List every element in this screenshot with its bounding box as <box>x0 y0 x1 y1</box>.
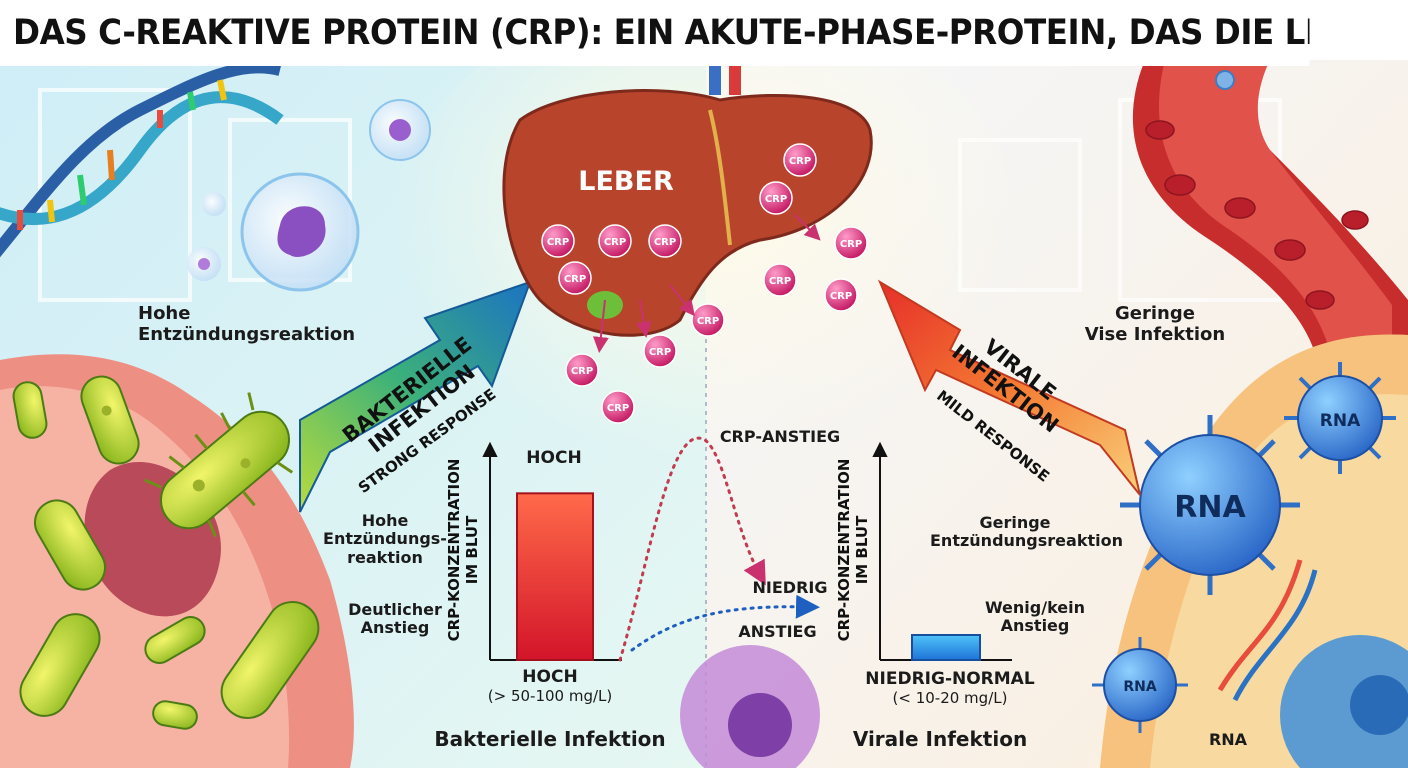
bacterial-value-label: HOCH <box>522 667 578 687</box>
crp-label: CRP <box>789 156 811 167</box>
crp-label: CRP <box>840 239 862 250</box>
axis-label-viral-2: IM BLUT <box>853 515 871 584</box>
bacterial-top-note-2: Entzündungsreaktion <box>138 323 356 345</box>
bacterial-top-note: Hohe Entzündungsreaktion <box>138 303 356 345</box>
crp-label: CRP <box>654 237 676 248</box>
rna-bottom-label: RNA <box>1208 730 1248 749</box>
axis-label-viral-1: CRP-KONZENTRATION <box>835 459 853 642</box>
viral-rise-note-2: Anstieg <box>1000 616 1070 636</box>
axis-label-viral: CRP-KONZENTRATION IM BLUT <box>835 459 871 642</box>
crp-label: CRP <box>547 237 569 248</box>
bacterial-side-note-1: Hohe <box>361 511 409 530</box>
rna-label-small: RNA <box>1320 411 1361 431</box>
bacterial-value-range: (> 50-100 mg/L) <box>487 686 613 705</box>
crp-rise-label: CRP-ANSTIEG <box>719 427 841 446</box>
bacterial-rise-note-2: Anstieg <box>360 618 430 638</box>
viral-caption: Virale Infektion <box>852 727 1028 751</box>
viral-value-label: NIEDRIG-NORMAL <box>865 669 1035 689</box>
crp-molecule: CRP <box>558 261 592 295</box>
crp-molecule: CRP <box>834 226 868 260</box>
bacterial-caption: Bakterielle Infektion <box>434 727 666 751</box>
crp-molecule: CRP <box>824 278 858 312</box>
viral-top-note-2: Vise Infektion <box>1084 323 1226 345</box>
bacterial-side-note: Hohe Entzündungs- reaktion <box>322 511 448 567</box>
bar-bacterial <box>516 492 594 662</box>
crp-molecule: CRP <box>648 224 682 258</box>
crp-label: CRP <box>604 237 626 248</box>
bacterial-value: HOCH (> 50-100 mg/L) <box>470 667 630 705</box>
crp-label: CRP <box>769 276 791 287</box>
axis-label-bacterial: CRP-KONZENTRATION IM BLUT <box>445 459 481 642</box>
rna-labels: RNA RNA RNA <box>1123 411 1361 695</box>
virus-icons <box>1092 362 1408 768</box>
viral-side-note: Geringe Entzündungsreaktion <box>930 513 1123 551</box>
crp-release-arrows <box>592 214 821 353</box>
crp-molecule: CRP <box>565 353 599 387</box>
viral-infection-arrow <box>877 279 1141 496</box>
cell-icon-bottom <box>680 645 820 768</box>
viral-value-range: (< 10-20 mg/L) <box>892 688 1008 707</box>
crp-label: CRP <box>607 403 629 414</box>
rna-label-large: RNA <box>1174 490 1246 525</box>
crp-label: CRP <box>649 347 671 358</box>
crp-label: CRP <box>830 291 852 302</box>
viral-rise-note: Wenig/kein Anstieg <box>980 598 1090 636</box>
low-rise-label: ANSTIEG <box>738 622 817 641</box>
bar-top-label-bacterial: HOCH <box>526 448 582 468</box>
crp-label: CRP <box>571 366 593 377</box>
crp-molecule: CRP <box>541 224 575 258</box>
bacteria-icon <box>12 375 320 730</box>
axis-label-bacterial-2: IM BLUT <box>463 515 481 584</box>
crp-molecule: CRP <box>759 181 793 215</box>
crp-molecule: CRP <box>783 143 817 177</box>
crp-molecule: CRP <box>691 303 725 337</box>
crp-label: CRP <box>765 194 787 205</box>
crp-molecule: CRP <box>598 224 632 258</box>
crp-molecule: CRP <box>601 390 635 424</box>
bacterial-side-note-2: Entzündungs- <box>323 529 447 549</box>
bacterial-top-note-1: Hohe <box>138 303 191 324</box>
viral-value: NIEDRIG-NORMAL (< 10-20 mg/L) <box>850 669 1050 707</box>
crp-rise-dotted-arrow <box>618 436 766 662</box>
crp-molecules: CRP CRP CRP CRP CRP CRP CRP CRP CRP CRP … <box>541 143 868 424</box>
rna-label-tiny: RNA <box>1123 679 1156 695</box>
viral-top-note-1: Geringe <box>1115 303 1195 324</box>
dna-helix-icon <box>0 61 284 258</box>
crp-label: CRP <box>564 274 586 285</box>
crp-label: CRP <box>697 316 719 327</box>
crp-molecule: CRP <box>643 334 677 368</box>
liver-label: LEBER <box>578 166 674 197</box>
viral-side-note-1: Geringe <box>979 513 1051 532</box>
immune-cell-icon <box>187 99 431 292</box>
axis-label-bacterial-1: CRP-KONZENTRATION <box>445 459 463 642</box>
low-label: NIEDRIG <box>752 578 828 597</box>
bacterial-side-note-3: reaktion <box>347 547 423 567</box>
crp-molecule: CRP <box>763 263 797 297</box>
viral-side-note-2: Entzündungsreaktion <box>930 531 1123 551</box>
bar-viral <box>911 634 981 661</box>
page-title: DAS C-REAKTIVE PROTEIN (CRP): EIN AKUTE-… <box>0 0 1310 66</box>
viral-rise-note-1: Wenig/kein <box>984 598 1086 617</box>
bacterial-rise-note: Deutlicher Anstieg <box>340 600 450 638</box>
viral-top-note: Geringe Vise Infektion <box>1070 303 1240 345</box>
bacterial-rise-note-1: Deutlicher <box>348 600 442 619</box>
